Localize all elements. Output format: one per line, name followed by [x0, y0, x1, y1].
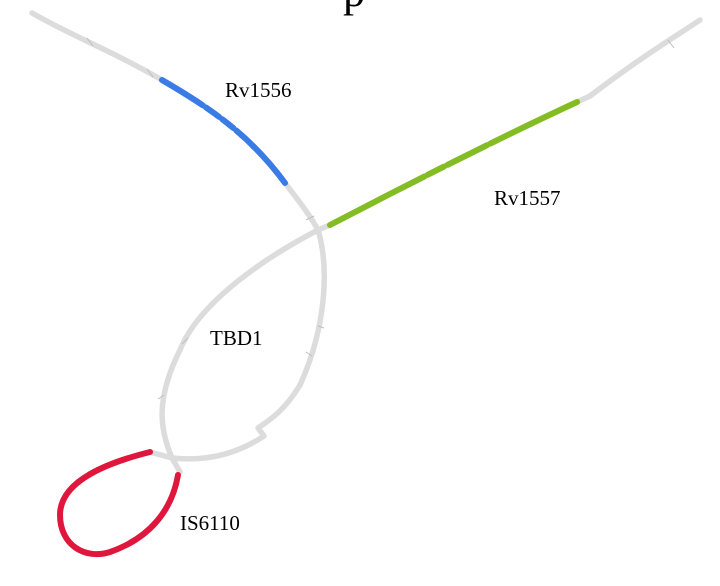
edge-rv1556[interactable] [159, 77, 288, 186]
edge-tbd1-inner[interactable] [169, 227, 327, 462]
label-rv1556: Rv1556 [225, 78, 292, 102]
edge-left-arm[interactable] [29, 10, 321, 233]
edge-ticks [86, 37, 675, 400]
edge-is6110[interactable] [57, 449, 181, 558]
edge-tbd1-outer[interactable] [159, 227, 321, 461]
label-rv1557: Rv1557 [494, 186, 561, 210]
label-tbd1: TBD1 [210, 326, 263, 350]
label-is6110: IS6110 [180, 511, 240, 535]
edge-junction-left[interactable] [147, 449, 183, 475]
edge-rv1557[interactable] [327, 94, 591, 228]
graph-title-fragment: p [343, 0, 365, 16]
